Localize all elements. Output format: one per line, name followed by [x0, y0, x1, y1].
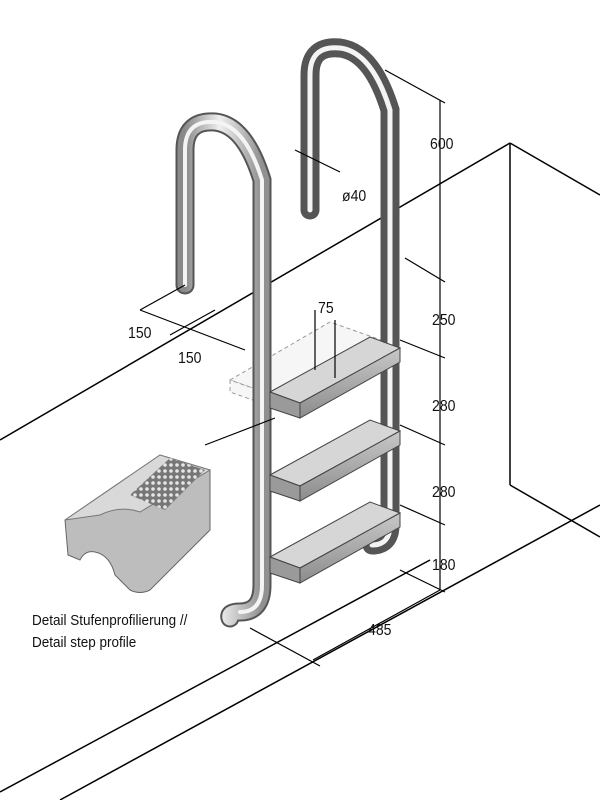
step-detail-inset	[64, 454, 212, 593]
dim-150-b: 150	[178, 350, 202, 367]
dim-485: 485	[368, 622, 392, 639]
caption-line-1: Detail Stufenprofilierung //	[32, 612, 188, 629]
dim-280-b: 280	[432, 484, 456, 501]
right-handrail	[300, 38, 400, 555]
dim-180: 180	[432, 557, 456, 574]
dim-280-a: 280	[432, 398, 456, 415]
dim-600: 600	[430, 136, 454, 153]
dim-75: 75	[318, 300, 334, 317]
steps	[268, 336, 402, 584]
left-handrail	[175, 112, 272, 628]
detail-caption: Detail Stufenprofilierung // Detail step…	[32, 610, 187, 654]
dim-diameter: ø40	[342, 188, 367, 205]
dim-150-a: 150	[128, 325, 152, 342]
dimension-lines	[139, 69, 446, 667]
caption-line-2: Detail step profile	[32, 634, 137, 651]
dim-250: 250	[432, 312, 456, 329]
